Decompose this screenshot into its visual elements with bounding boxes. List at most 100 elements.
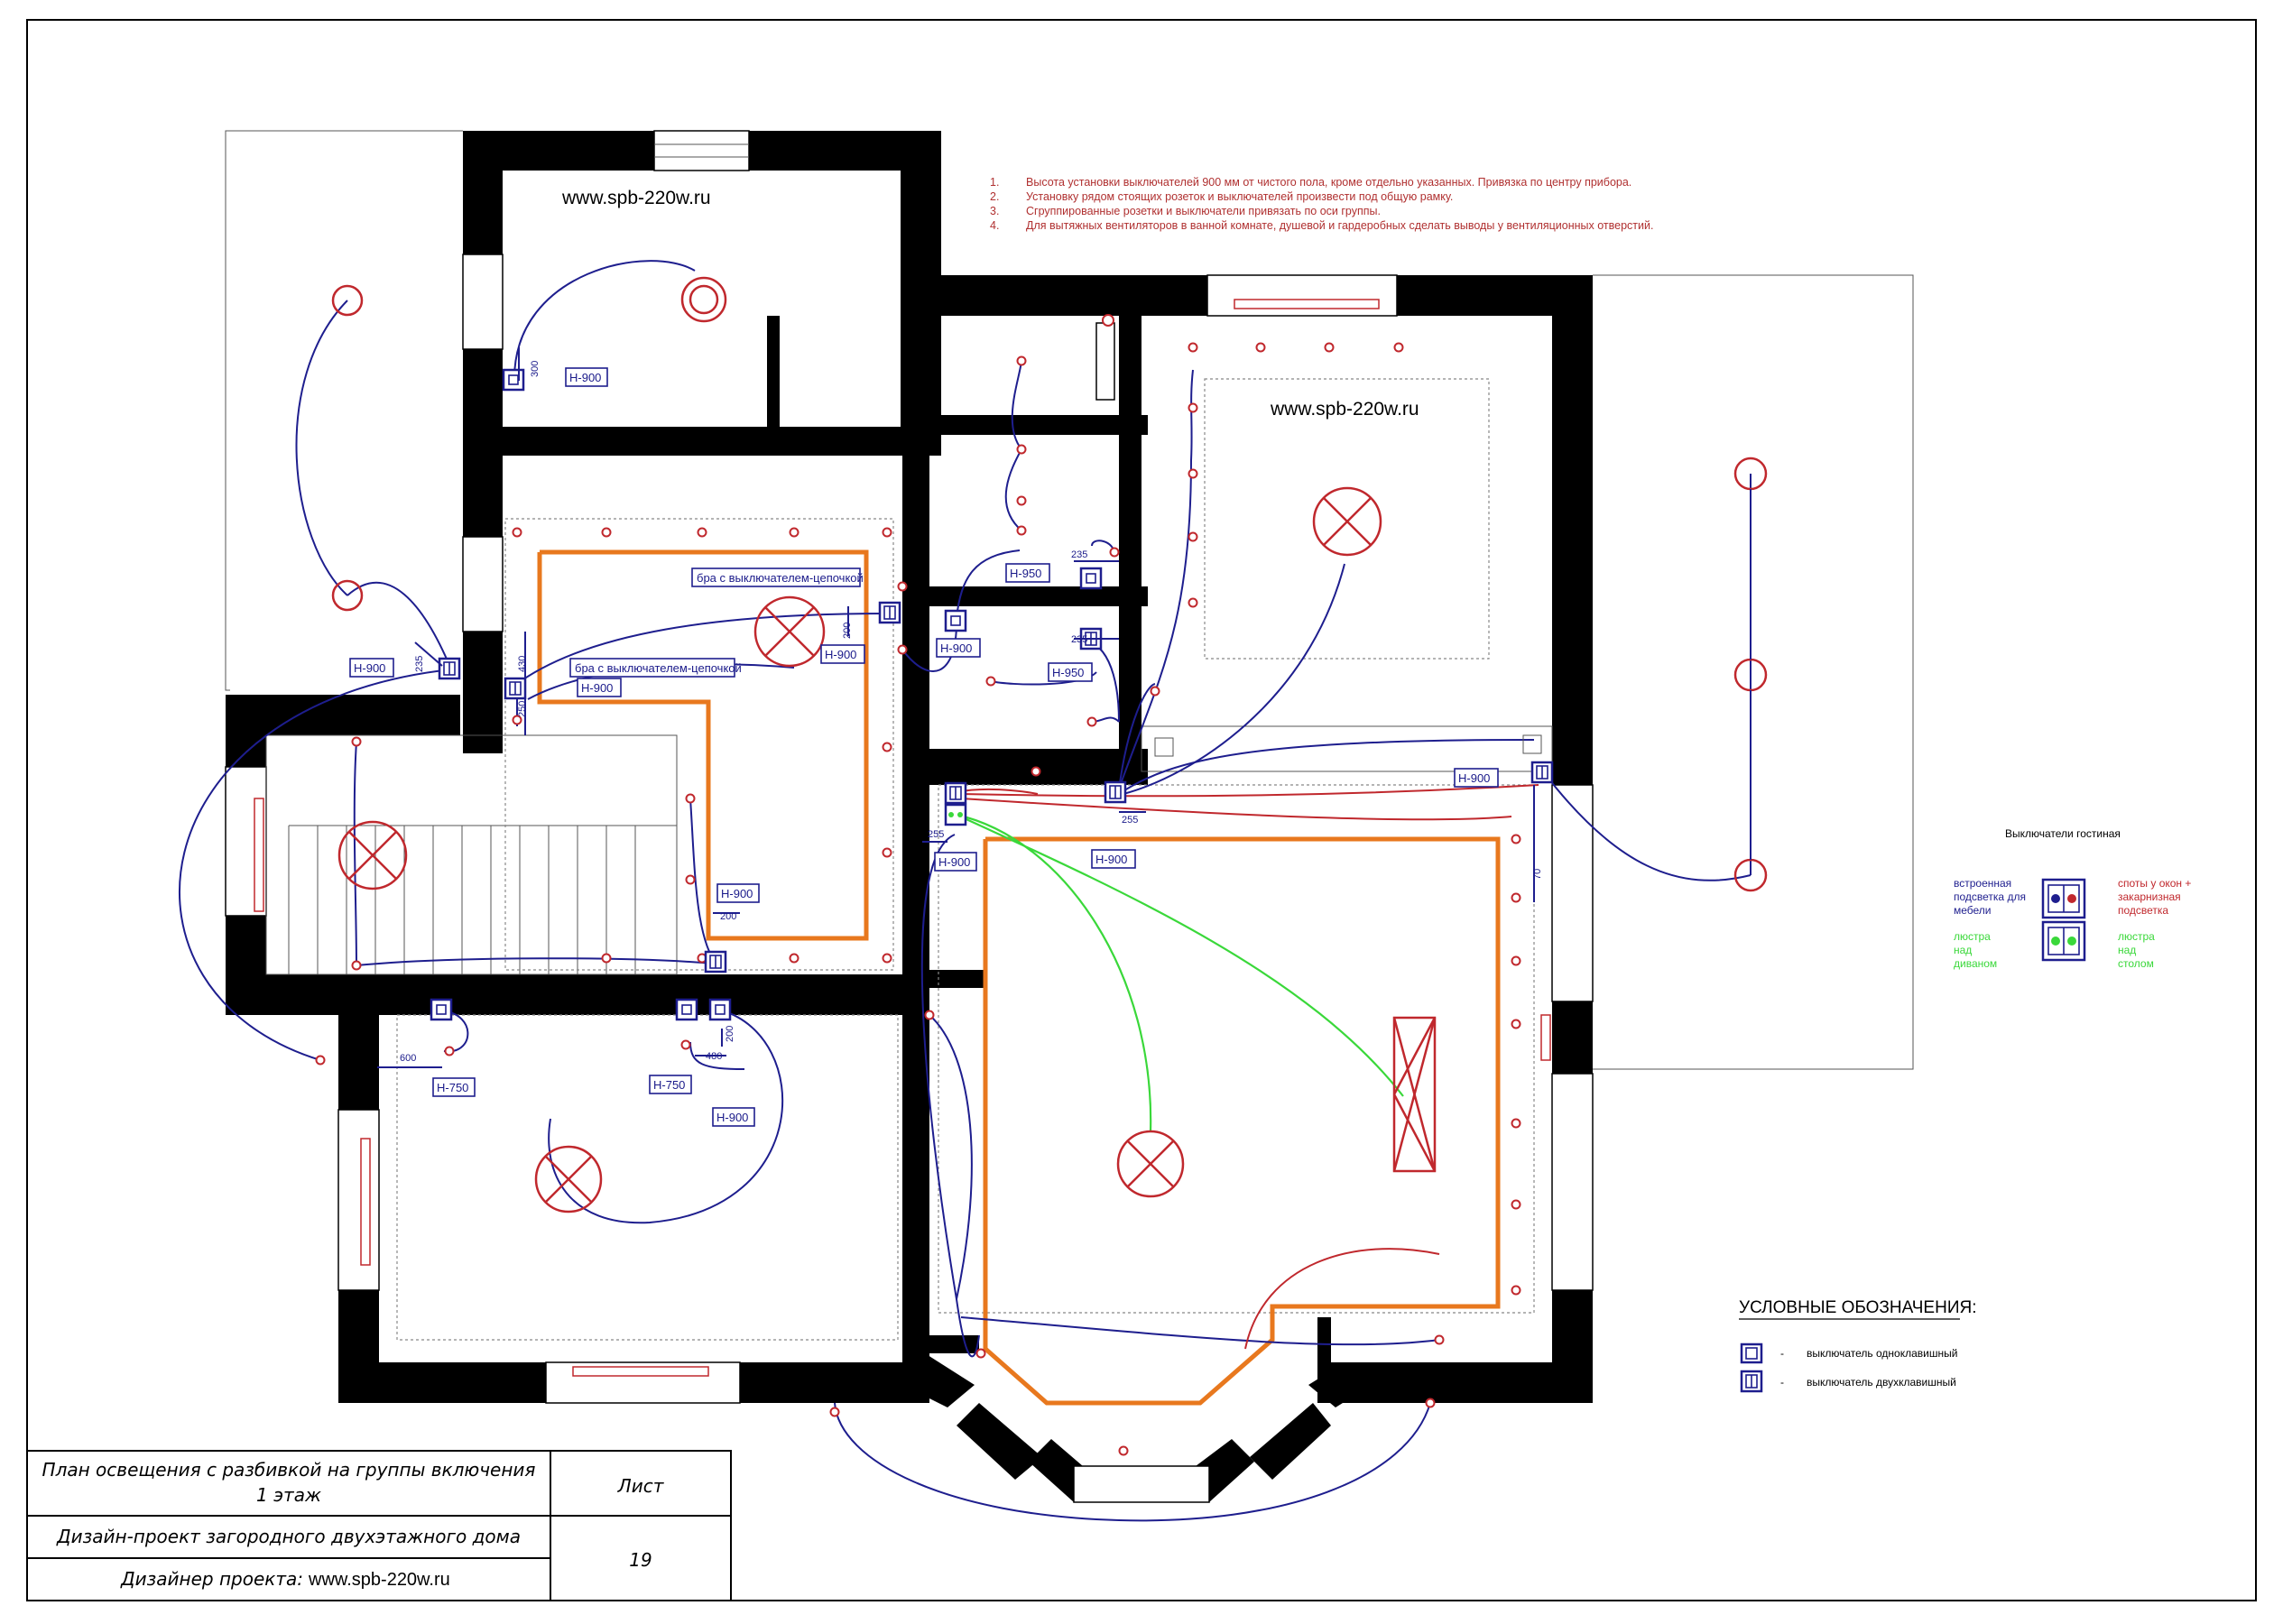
label-h950: H-950: [1052, 666, 1084, 679]
living-switch-legend: Выключатели гостиная встроенная подсветк…: [1954, 827, 2191, 970]
label-h900: H-900: [938, 855, 970, 869]
ceiling-outline-hall: [504, 518, 894, 971]
chandelier-lower-left: [534, 1145, 603, 1213]
label-h900: H-900: [721, 887, 753, 900]
svg-text:430: 430: [517, 656, 528, 672]
project-name: Дизайн-проект загородного двухэтажного д…: [56, 1526, 521, 1547]
switch-single: [502, 368, 525, 392]
label-h750: H-750: [437, 1081, 468, 1094]
switch-double: [1530, 761, 1554, 784]
switch-double: [504, 677, 527, 700]
switch-double: [704, 950, 727, 973]
svg-text:-: -: [1780, 1376, 1784, 1389]
svg-text:люстра: люстра: [1954, 930, 1991, 943]
svg-text:70: 70: [1532, 869, 1543, 880]
svg-text:встроенная: встроенная: [1954, 877, 2011, 890]
svg-text:-: -: [1780, 1347, 1784, 1360]
switch-double: [438, 657, 461, 680]
sheet-frame: [26, 19, 2257, 1601]
led-strip-living: [983, 836, 1501, 1406]
svg-text:мебели: мебели: [1954, 904, 1992, 917]
svg-text:250: 250: [517, 701, 528, 717]
chandelier-living-table: [1392, 1016, 1437, 1173]
label-h900: H-900: [716, 1111, 748, 1124]
sheet-label: Лист: [617, 1475, 665, 1497]
switch-single: [1079, 567, 1103, 590]
svg-text:480: 480: [706, 1051, 722, 1062]
ceiling-outline-top-right: [1204, 378, 1490, 660]
height-labels: H-900 H-900 H-900 H-900 H-900 H-750 H-75…: [349, 367, 1499, 1127]
label-bra-chain: бра с выключателем-цепочкой: [575, 661, 742, 675]
windows: [225, 130, 1594, 1503]
label-h900: H-900: [1095, 853, 1127, 866]
switch-double: [878, 601, 901, 624]
wiring-blue: [178, 260, 1752, 1522]
label-h750: H-750: [653, 1078, 685, 1092]
svg-text:люстра: люстра: [2118, 930, 2155, 943]
svg-text:4.: 4.: [990, 219, 999, 232]
svg-text:1.: 1.: [990, 176, 999, 189]
switch-double: [944, 781, 967, 805]
ceiling-outline-living: [938, 784, 1535, 1314]
svg-text:235: 235: [1071, 549, 1087, 560]
svg-text:Установку рядом стоящих розето: Установку рядом стоящих розеток и выключ…: [1026, 190, 1453, 203]
switches: [430, 368, 1554, 1021]
staircase: [265, 734, 678, 975]
svg-text:подсветка для: подсветка для: [1954, 890, 2026, 903]
svg-text:споты у окон +: споты у окон +: [2118, 877, 2191, 890]
svg-text:столом: столом: [2118, 957, 2154, 970]
svg-text:200: 200: [725, 1026, 735, 1042]
switch-double-green: [944, 803, 967, 826]
label-bra-chain: бра с выключателем-цепочкой: [697, 571, 864, 585]
svg-text:300: 300: [530, 361, 541, 377]
switch-single: [708, 998, 732, 1021]
chandelier-hall: [753, 595, 826, 668]
label-h900: H-900: [825, 648, 856, 661]
svg-text:выключатель двухклавишный: выключатель двухклавишный: [1807, 1376, 1956, 1389]
label-h900: H-900: [581, 681, 613, 695]
switch-double: [1104, 780, 1127, 804]
sheet-number: 19: [629, 1549, 652, 1571]
switch-single: [675, 998, 698, 1021]
svg-text:УСЛОВНЫЕ ОБОЗНАЧЕНИЯ:: УСЛОВНЫЕ ОБОЗНАЧЕНИЯ:: [1739, 1298, 1977, 1317]
switch-single: [430, 998, 453, 1021]
label-h900: H-900: [354, 661, 385, 675]
label-h900: H-900: [569, 371, 601, 384]
chandelier-top-right: [1312, 486, 1382, 557]
terrace-right-outline: [1593, 274, 1914, 1070]
fixtures: [331, 276, 1768, 1213]
svg-text:над: над: [2118, 944, 2136, 956]
svg-text:235: 235: [1071, 634, 1087, 645]
wiring-green: [956, 813, 1404, 1133]
svg-text:255: 255: [928, 829, 944, 840]
watermark-top-right: www.spb-220w.ru: [1270, 399, 1419, 420]
terrace-left-outline: [225, 130, 463, 691]
label-h900: H-900: [1458, 771, 1490, 785]
watermark-top-left: www.spb-220w.ru: [561, 188, 711, 208]
svg-text:3.: 3.: [990, 205, 999, 217]
svg-text:подсветка: подсветка: [2118, 904, 2168, 917]
chandelier-stairs: [337, 820, 408, 890]
designer-value: www.spb-220w.ru: [308, 1570, 450, 1590]
svg-text:2.: 2.: [990, 190, 999, 203]
legend-switch-single-icon: [1740, 1343, 1763, 1364]
walls: [226, 131, 1593, 1502]
svg-text:диваном: диваном: [1954, 957, 1997, 970]
led-strip-hall: [537, 549, 869, 941]
title-block: План освещения с разбивкой на группы вкл…: [26, 1450, 732, 1601]
symbol-legend: УСЛОВНЫЕ ОБОЗНАЧЕНИЯ: - выключатель одно…: [1739, 1298, 1977, 1393]
spotlights: [315, 314, 1521, 1456]
svg-text:Сгруппированные розетки и выкл: Сгруппированные розетки и выключатели пр…: [1026, 205, 1381, 217]
svg-text:200: 200: [842, 623, 853, 639]
legend-switch-blue-red: [2041, 878, 2086, 919]
legend-switch-double-icon: [1740, 1370, 1763, 1393]
svg-text:Выключатели гостиная: Выключатели гостиная: [2005, 827, 2121, 840]
plan-title-line-1: План освещения с разбивкой на группы вкл…: [42, 1459, 536, 1481]
cabinet-outline: [1141, 725, 1553, 772]
dimension-marks: 300 235 235 200 200 200 255 255 430 250 …: [377, 347, 1543, 1068]
designer-label: Дизайнер проекта:: [120, 1568, 303, 1590]
plan-title-line-2: 1 этаж: [256, 1484, 321, 1506]
svg-text:закарнизная: закарнизная: [2118, 890, 2181, 903]
label-h900: H-900: [940, 641, 972, 655]
